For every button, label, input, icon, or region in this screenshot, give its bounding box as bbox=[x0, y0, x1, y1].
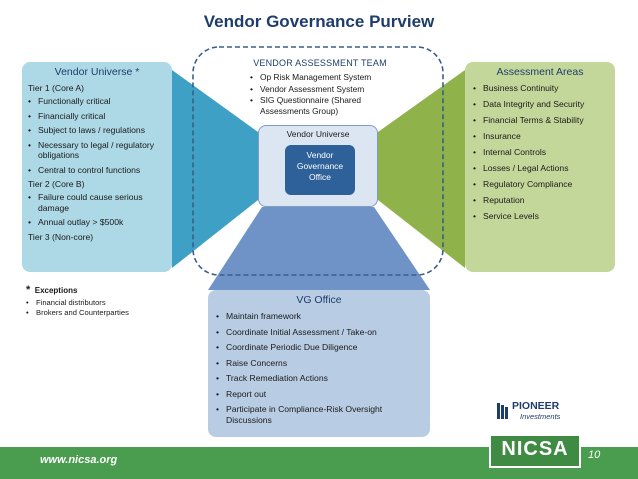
tier-3-label: Tier 3 (Non-core) bbox=[28, 231, 94, 242]
tier-1-label: Tier 1 (Core A) bbox=[28, 83, 85, 93]
nicsa-logo-box bbox=[489, 434, 581, 468]
vendor-governance-office-box bbox=[285, 145, 355, 195]
list-item: SIG Questionnaire (Shared Assessments Gr… bbox=[250, 95, 410, 116]
list-item: Report out bbox=[216, 389, 422, 400]
vgo-line-1: Vendor bbox=[306, 150, 334, 160]
assessment-team-dashed-border bbox=[192, 46, 444, 276]
list-item: Internal Controls bbox=[473, 147, 607, 158]
list-item: Track Remediation Actions bbox=[216, 373, 422, 384]
tier-2-list: Failure could cause serious damage Annua… bbox=[28, 192, 166, 228]
vendor-governance-office-label: Vendor Governance Office bbox=[285, 150, 355, 183]
footer-url[interactable]: www.nicsa.org bbox=[40, 454, 118, 466]
list-item: Raise Concerns bbox=[216, 358, 422, 369]
list-item: Business Continuity bbox=[473, 83, 607, 94]
list-item: Data Integrity and Security bbox=[473, 99, 607, 110]
vendor-universe-box: Vendor Universe * Tier 1 (Core A) Functi… bbox=[22, 62, 172, 272]
exceptions-section: * Exceptions Financial distributors Brok… bbox=[26, 280, 206, 318]
list-item: Regulatory Compliance bbox=[473, 179, 607, 190]
list-item: Functionally critical bbox=[28, 96, 166, 107]
vendor-assessment-team-title: VENDOR ASSESSMENT TEAM bbox=[253, 58, 387, 68]
list-item: Coordinate Periodic Due Diligence bbox=[216, 342, 422, 353]
vgo-line-3: Office bbox=[308, 172, 332, 182]
exceptions-asterisk: * bbox=[26, 284, 31, 296]
list-item: Annual outlay > $500k bbox=[28, 217, 166, 228]
center-vendor-universe-label: Vendor Universe bbox=[286, 129, 350, 139]
pioneer-logo-icon bbox=[497, 403, 508, 419]
vg-office-title: VG Office bbox=[296, 294, 342, 306]
page-title: Vendor Governance Purview bbox=[203, 12, 435, 31]
vg-office-list: Maintain framework Coordinate Initial As… bbox=[216, 311, 422, 425]
list-item: Financial distributors bbox=[26, 298, 206, 308]
pioneer-logo-name: PIONEER bbox=[512, 400, 560, 412]
list-item: Financial Terms & Stability bbox=[473, 115, 607, 126]
exceptions-list: Financial distributors Brokers and Count… bbox=[26, 298, 206, 318]
assessment-areas-list: Business Continuity Data Integrity and S… bbox=[473, 83, 607, 222]
list-item: Coordinate Initial Assessment / Take-on bbox=[216, 327, 422, 338]
list-item: Participate in Compliance-Risk Oversight… bbox=[216, 404, 422, 425]
nicsa-logo-text: NICSA bbox=[501, 438, 569, 460]
list-item: Losses / Legal Actions bbox=[473, 163, 607, 174]
list-item: Brokers and Counterparties bbox=[26, 308, 206, 318]
tier-1-list: Functionally critical Financially critic… bbox=[28, 96, 166, 175]
vg-office-box: VG Office Maintain framework Coordinate … bbox=[208, 290, 430, 437]
list-item: Vendor Assessment System bbox=[250, 84, 410, 95]
vendor-universe-title: Vendor Universe * bbox=[54, 66, 140, 78]
list-item: Necessary to legal / regulatory obligati… bbox=[28, 140, 166, 161]
vgo-line-2: Governance bbox=[296, 161, 344, 171]
list-item: Reputation bbox=[473, 195, 607, 206]
bottom-funnel bbox=[208, 207, 430, 290]
list-item: Central to control functions bbox=[28, 165, 166, 176]
list-item: Subject to laws / regulations bbox=[28, 125, 166, 136]
list-item: Financially critical bbox=[28, 111, 166, 122]
tier-2-label: Tier 2 (Core B) bbox=[28, 179, 85, 189]
vendor-assessment-team-list: Op Risk Management System Vendor Assessm… bbox=[250, 72, 410, 117]
list-item: Service Levels bbox=[473, 211, 607, 222]
pioneer-logo-sub: Investments bbox=[520, 412, 561, 421]
list-item: Op Risk Management System bbox=[250, 72, 410, 83]
exceptions-title: Exceptions bbox=[34, 286, 78, 295]
list-item: Insurance bbox=[473, 131, 607, 142]
page-number: 10 bbox=[588, 449, 601, 461]
list-item: Maintain framework bbox=[216, 311, 422, 322]
assessment-areas-box: Assessment Areas Business Continuity Dat… bbox=[465, 62, 615, 272]
assessment-areas-title: Assessment Areas bbox=[496, 66, 584, 78]
list-item: Failure could cause serious damage bbox=[28, 192, 166, 213]
